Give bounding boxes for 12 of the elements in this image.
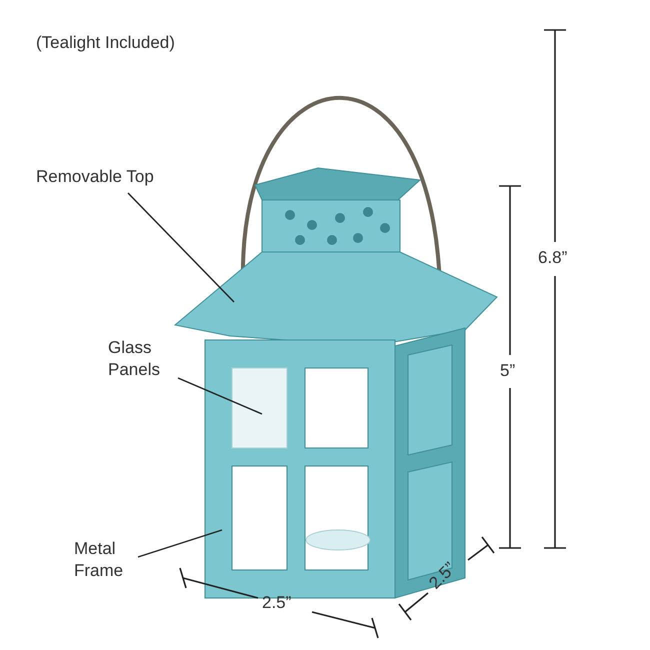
glass-panel: [232, 368, 288, 448]
dimension-label: 6.8”: [538, 247, 568, 269]
dimension-label: 2.5”: [424, 558, 460, 594]
leader-line: [178, 377, 262, 415]
leader-line: [128, 192, 234, 302]
dimension-label: 2.5”: [262, 592, 292, 614]
callout-label: Removable Top: [36, 166, 216, 188]
callout-label: Metal Frame: [74, 538, 154, 582]
note-text: (Tealight Included): [36, 32, 175, 54]
dimension-label: 5”: [500, 360, 516, 382]
leader-line: [138, 529, 222, 558]
callout-label: Glass Panels: [108, 337, 188, 381]
